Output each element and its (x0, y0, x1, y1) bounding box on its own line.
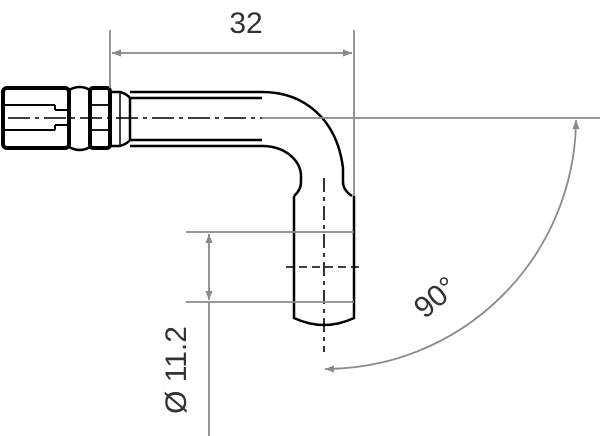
angle-arc (324, 119, 580, 373)
tube-outline (130, 90, 356, 327)
dimension-lines (109, 30, 600, 436)
dim-angle-label: 90° (408, 270, 464, 324)
flare (110, 90, 132, 148)
fitting-part (1, 85, 262, 152)
dim-diameter-label: Ø 11.2 (160, 326, 193, 414)
bent-tube (130, 96, 262, 142)
dim-length-label: 32 (229, 7, 262, 40)
neck (68, 85, 91, 152)
centerlines (8, 117, 362, 352)
